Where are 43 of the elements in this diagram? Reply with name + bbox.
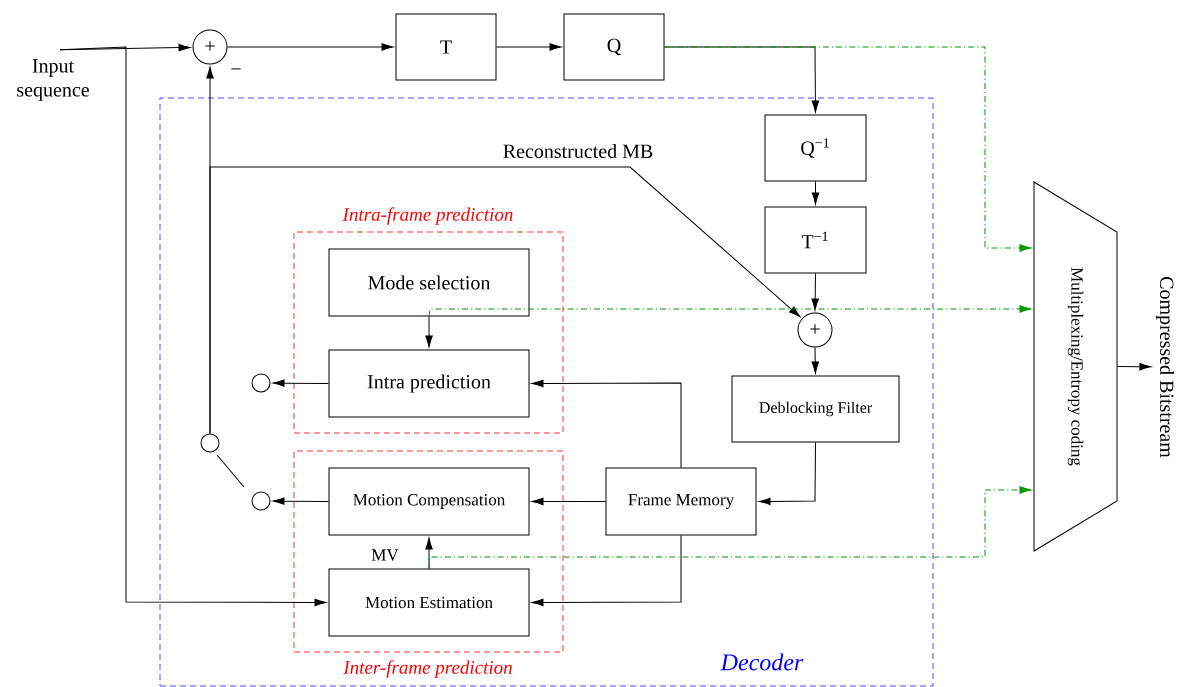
node-label: Intra-frame prediction — [342, 207, 513, 225]
node-label: Inter-frame prediction — [343, 660, 512, 678]
process-box: T$^{−1}$ — [764, 206, 867, 274]
dash-dot-arrow — [664, 46, 1032, 252]
process-box: Motion Compensation — [328, 467, 530, 536]
arrow — [227, 43, 394, 51]
edge-label: MV — [369, 547, 401, 563]
process-box: Intra prediction — [328, 349, 530, 418]
arrow — [758, 442, 816, 506]
dash-dot-arrow — [428, 305, 1032, 317]
arrow — [531, 497, 606, 506]
dash-dot-arrow — [428, 486, 1032, 569]
input-label: Input sequence — [17, 59, 89, 101]
arrow — [531, 379, 682, 468]
process-box: Q — [563, 13, 665, 81]
multiplexer-trapezoid: Multiplexing/Entropy coding — [1033, 181, 1118, 552]
minus-sign: − — [231, 68, 241, 70]
circle-node — [251, 491, 271, 511]
circle-node — [251, 373, 271, 393]
arrow — [425, 316, 433, 348]
circle-node: + — [797, 312, 833, 348]
arrow — [59, 46, 327, 607]
process-box: Mode selection — [328, 248, 530, 317]
arrow — [209, 166, 801, 434]
arrow — [496, 43, 562, 51]
circle-node — [200, 433, 220, 453]
arrow — [664, 46, 820, 113]
process-box: Frame Memory — [605, 467, 757, 536]
arrow — [272, 497, 329, 505]
arrow — [811, 181, 820, 205]
output-label: Compressed Bitstream — [1155, 277, 1175, 458]
process-box: T — [395, 13, 497, 81]
circle-node: + — [192, 29, 228, 65]
process-box: Deblocking Filter — [731, 375, 900, 443]
arrow — [425, 537, 433, 569]
arrow — [272, 379, 329, 387]
arrow — [811, 273, 819, 311]
arrow — [531, 535, 682, 607]
process-box: Motion Estimation — [328, 568, 530, 637]
arrow — [811, 347, 819, 374]
process-box: Q$^{−1}$ — [764, 114, 867, 182]
arrow — [1117, 363, 1152, 371]
edge-label: Reconstructed MB — [500, 141, 656, 161]
